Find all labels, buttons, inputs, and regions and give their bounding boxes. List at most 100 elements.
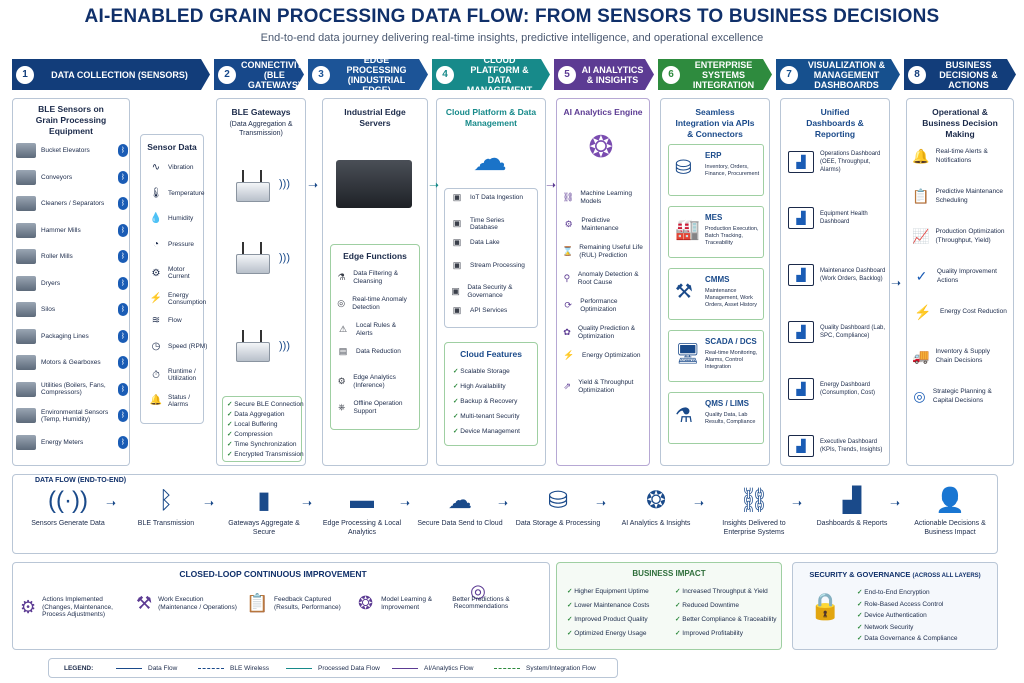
sensor-data-label: Runtime / Utilization [168,368,197,382]
bluetooth-icon: ᛒ [118,144,128,157]
equipment-image [16,434,36,450]
impact-item: Higher Equipment Uptime [567,585,649,599]
sensor-label: Cleaners / Separators [41,200,105,207]
impact-item: Improved Product Quality [567,613,649,627]
sensor-data-icon: ⚡ [149,293,163,304]
edge-function-label: Real-time Anomaly Detection [352,296,407,311]
gateway-feature: Data Aggregation [227,410,297,420]
loop-icon: 📋 [246,592,269,613]
edge-function: ⎈Offline Operation Support [336,400,414,415]
sensor-data-item: ⏱ Runtime / Utilization [148,368,208,382]
decisions-panel: Operational & Business Decision Making [906,98,1014,466]
data-flow-icon: ((·)) [48,487,88,514]
data-flow-icon: ᛒ [158,487,174,514]
security-item: Device Authentication [857,610,957,622]
cloud-item-icon: ▣ [452,237,462,247]
data-flow-icon: ▬ [350,487,374,514]
enterprise-system-desc: Production Execution, Batch Tracking, Tr… [705,226,759,246]
cloud-feature: Scalable Storage [453,364,537,379]
data-flow-band: DATA FLOW (END-TO-END) [12,474,998,554]
sensor-data-icon: ◔ [152,238,160,250]
bluetooth-icon: ᛒ [118,276,128,290]
ai-item-icon: ⇗ [563,380,571,391]
cloud-item: ▣Stream Processing [450,260,534,270]
data-flow-label: Sensors Generate Data [31,520,105,527]
dashboard-label: Energy Dashboard (Consumption, Cost) [820,382,876,396]
sensor-label: Hammer Mills [41,226,81,234]
ai-item: ⌛Remaining Useful Life (RUL) Prediction [562,244,646,259]
gateways-subtitle: (Data Aggregation & Transmission) [229,121,293,137]
legend [48,658,618,678]
flow-arrow: ➝ [792,496,803,510]
edge-server-image [336,160,412,208]
data-flow-step: ▮Gateways Aggregate & Secure [218,483,310,537]
sensor-data-icon: ⏱ [152,369,160,381]
gateway-device [230,242,276,276]
decision-item: 🔔Real-time Alerts & Notifications [912,148,1008,165]
sensor-item: Dryers ᛒ [16,273,140,294]
enterprise-system-icon: ⚒ [675,281,693,303]
ai-item-label: Machine Learning Models [580,190,633,205]
decision-icon: ◎ [913,388,926,405]
enterprise-title: Seamless Integration via APIs & Connecto… [675,107,755,139]
sensor-data-item: ◔ Pressure [148,238,208,250]
loop-step: ⚒Work Execution (Maintenance / Operation… [136,594,240,611]
sensor-label: Roller Mills [41,253,73,260]
flow-arrow: ➝ [890,496,901,510]
loop-icon: ❂ [358,592,374,613]
dashboard-item: ▟Equipment Health Dashboard [788,207,886,229]
decision-icon: 📋 [912,188,930,205]
gateway-feature: Local Buffering [227,420,297,430]
legend-label: Data Flow [148,665,178,672]
enterprise-system-icon: ⚗ [675,405,693,427]
sensor-data-label: Speed (RPM) [168,342,208,350]
cloud-features-title: Cloud Features [460,349,522,359]
cloud-icon: ☁ [473,140,507,178]
data-flow-title: DATA FLOW (END-TO-END) [35,477,127,484]
cloud-features-panel: Cloud Features Scalable StorageHigh Avai… [444,342,538,446]
sensor-data-item: 🔔 Status / Alarms [148,394,208,408]
flow-arrow: ➝ [498,496,509,510]
edge-function: ⚙Edge Analytics (Inference) [336,374,414,389]
sensor-data-icon: 🔔 [149,395,163,406]
enterprise-system-icon: 🏭 [675,219,700,241]
ai-item-icon: ⚡ [563,350,575,360]
ai-item-icon: ⚲ [563,272,571,283]
ai-item-label: Energy Optimization [582,352,641,359]
stage-label: EDGE PROCESSING (INDUSTRIAL EDGE) [346,54,407,95]
flow-arrow: ➝ [106,496,117,510]
flow-arrow: ➝ [302,496,313,510]
cloud-item-icon: ▣ [452,192,462,202]
impact-item: Optimized Energy Usage [567,627,649,641]
legend-label: Processed Data Flow [318,665,380,672]
sensor-label: Dryers [41,279,61,287]
sensor-data-label: Status / Alarms [168,393,191,408]
dashboard-item: ▟Energy Dashboard (Consumption, Cost) [788,378,886,400]
decision-label: Energy Cost Reduction [940,308,1007,315]
data-flow-label: Edge Processing & Local Analytics [322,520,402,536]
sensor-data-label: Pressure [168,240,195,248]
bluetooth-icon: ᛒ [118,435,128,449]
ai-panel: AI Analytics Engine [556,98,650,466]
security-item: End-to-End Encryption [857,587,957,599]
loop-step: ⚙Actions Implemented (Changes, Maintenan… [20,596,124,619]
edge-function-icon: ⚠ [338,323,348,334]
loop-icon: ⚙ [20,596,37,617]
impact-item: Better Compliance & Traceability [675,613,776,627]
data-flow-label: Dashboards & Reports [816,520,888,527]
gateway-features: Secure BLE ConnectionData AggregationLoc… [222,396,304,462]
equipment-image [16,275,36,291]
loop-step: 📋Feedback Captured (Results, Performance… [246,592,350,613]
enterprise-system-icon: ⛁ [675,157,692,179]
sensor-label: Utilities (Boilers, Fans, Compressors) [41,382,106,396]
impact-item: Increased Throughput & Yield [675,585,777,599]
stage-label: CONNECTIVITY (BLE GATEWAYS) [241,59,309,90]
